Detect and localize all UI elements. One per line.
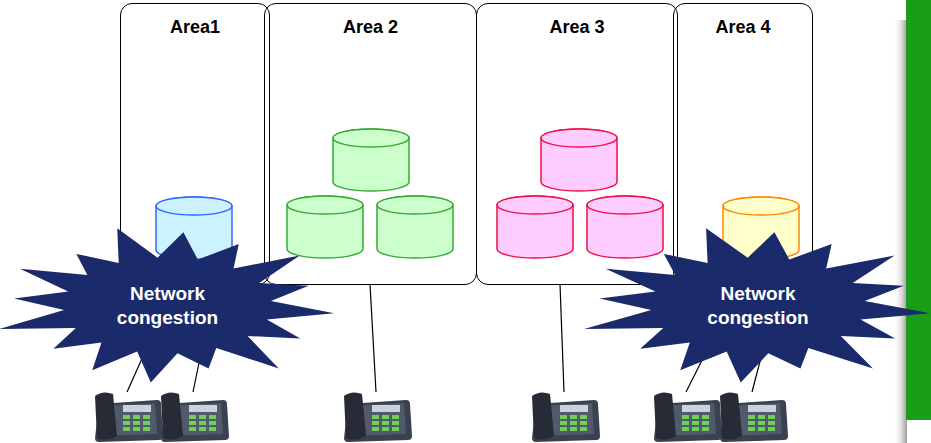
database-cylinders (156, 129, 799, 259)
area-box: Area1 (120, 3, 270, 285)
burst-outline (584, 228, 930, 382)
congestion-burst: Network congestion (0, 228, 335, 383)
burst-shape (0, 228, 335, 383)
area-box: Area 3 (476, 3, 678, 285)
area-title: Area 2 (265, 17, 476, 38)
area-box: Area 2 (264, 3, 477, 285)
side-bar (893, 0, 931, 443)
burst-shape (585, 228, 931, 383)
telephones (95, 392, 788, 442)
congestion-label: Network congestion (699, 282, 817, 330)
burst-outline (0, 228, 334, 382)
area-title: Area 3 (477, 17, 677, 38)
area-title: Area1 (121, 17, 269, 38)
congestion-label: Network congestion (109, 282, 227, 330)
congestion-burst: Network congestion (585, 228, 931, 383)
area-box: Area 4 (673, 3, 813, 285)
area-title: Area 4 (674, 17, 812, 38)
